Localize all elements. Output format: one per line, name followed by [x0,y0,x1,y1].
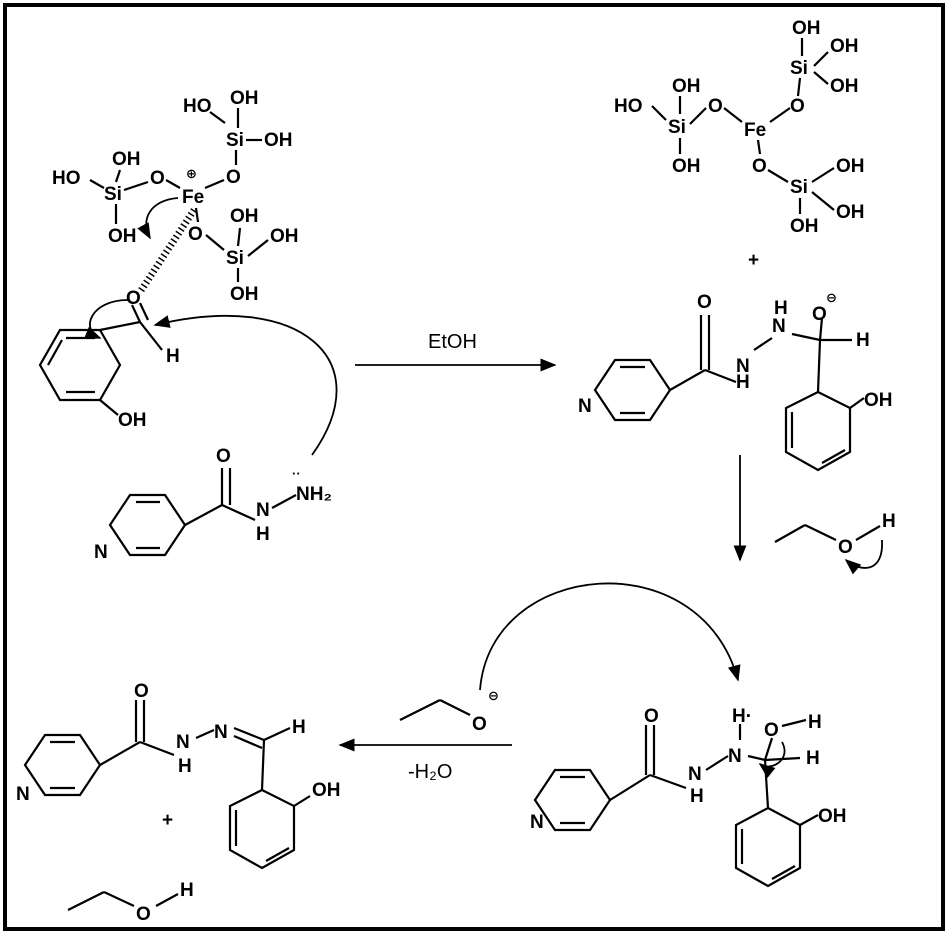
atom-label: OH [818,806,847,827]
atom-label: H [256,524,270,545]
atom-label: O [188,224,203,245]
atom-label: H [882,511,896,532]
atom-label: HO [183,96,212,117]
atom-label: O [472,714,487,735]
atom-label: OH [790,216,819,237]
atom-label: Fe [182,187,204,208]
atom-label: N [578,396,592,417]
atom-label: OH [830,36,859,57]
atom-label: O [838,537,853,558]
isoniazid: N O N H NH₂ ·· [94,446,332,563]
atom-label: O [790,96,805,117]
positive-charge: ⊕ [186,166,197,181]
atom-label: OH [264,130,293,151]
atom-label: O [764,720,779,741]
atom-label: O [752,156,767,177]
atom-label: N [176,732,190,753]
iron-silicate-regenerated: OH OH Si OH O OH HO Si O Fe OH O OH Si O… [614,18,865,237]
atom-label: N [736,356,750,377]
atom-label: N [16,784,30,805]
atom-label: H [736,372,750,393]
atom-label: OH [270,226,299,247]
atom-label: H [806,748,820,769]
atom-label: OH [312,780,341,801]
atom-label: N [688,764,702,785]
atom-label: Si [668,117,686,138]
atom-label: H [856,330,870,351]
atom-label: O [126,288,141,309]
electron-push-arrow [758,741,786,779]
atom-label: HO [614,96,643,117]
atom-label: Si [226,130,244,151]
atom-label: Si [226,248,244,269]
atom-label: OH [672,76,701,97]
atom-label: NH₂ [296,484,332,505]
ethanol-proton-donor: O H [774,511,896,575]
atom-label: O [812,304,827,325]
atom-label: Fe [744,120,766,141]
atom-label: O [226,167,241,188]
atom-label: H [166,346,180,367]
atom-label: H [690,786,704,807]
negative-charge: ⊖ [488,688,499,703]
atom-label: H [180,880,194,901]
atom-label: OH [230,88,259,109]
atom-label: Si [790,58,808,79]
plus-sign: + [748,250,759,271]
carbinolamine-intermediate: N O N H N H· O H H OH [530,706,847,888]
atom-label: OH [112,149,141,170]
atom-label: N [728,746,742,767]
atom-label: O [708,96,723,117]
electron-push-arrow [84,299,129,339]
atom-label: OH [230,284,259,305]
atom-label: N [214,722,228,743]
atom-label: OH [836,156,865,177]
atom-label: O [150,168,165,189]
atom-label: H [292,717,306,738]
atom-label: O [697,292,712,313]
atom-label: N [256,500,270,521]
lone-pair: ·· [292,466,301,481]
atom-label: OH [118,410,147,431]
atom-label: H [774,298,788,319]
atom-label: OH [836,202,865,223]
negative-charge: ⊖ [826,290,837,305]
coordination-bond [137,208,197,294]
ethanol-byproduct: O H [67,880,194,925]
plus-sign: + [162,810,173,831]
atom-label: OH [672,156,701,177]
atom-label: OH [830,76,859,97]
nucleophilic-attack-arrow [153,315,338,456]
hydrazone-product: N O N H N H OH [16,681,341,870]
electron-push-arrow [844,539,883,575]
atom-label: OH [230,206,259,227]
atom-label: H [178,756,192,777]
atom-label: O [216,446,231,467]
atom-label: OH [792,18,821,39]
iron-silicate-complex: HO OH Si OH O OH HO Si O OH Fe ⊕ O OH OH… [52,88,299,305]
atom-label: Si [104,184,122,205]
atom-label: N [772,316,786,337]
arrow-label: -H₂O [408,761,452,783]
atom-label: O [644,706,659,727]
electron-push-arrow [137,197,179,240]
atom-label: H· [732,706,752,727]
atom-label: OH [108,226,137,247]
ethoxide: O ⊖ [399,688,499,735]
tetrahedral-intermediate: N O N H N H O ⊖ H OH [578,290,893,472]
atom-label: OH [864,390,893,411]
atom-label: H [808,712,822,733]
arrow-label: EtOH [428,331,477,353]
proton-abstraction-arrow [479,582,741,691]
atom-label: HO [52,168,81,189]
atom-label: N [530,812,544,833]
salicylaldehyde: O H OH [38,288,180,431]
atom-label: N [94,542,108,563]
atom-label: O [136,904,151,925]
atom-label: Si [790,177,808,198]
atom-label: O [134,681,149,702]
figure-frame [3,3,945,931]
